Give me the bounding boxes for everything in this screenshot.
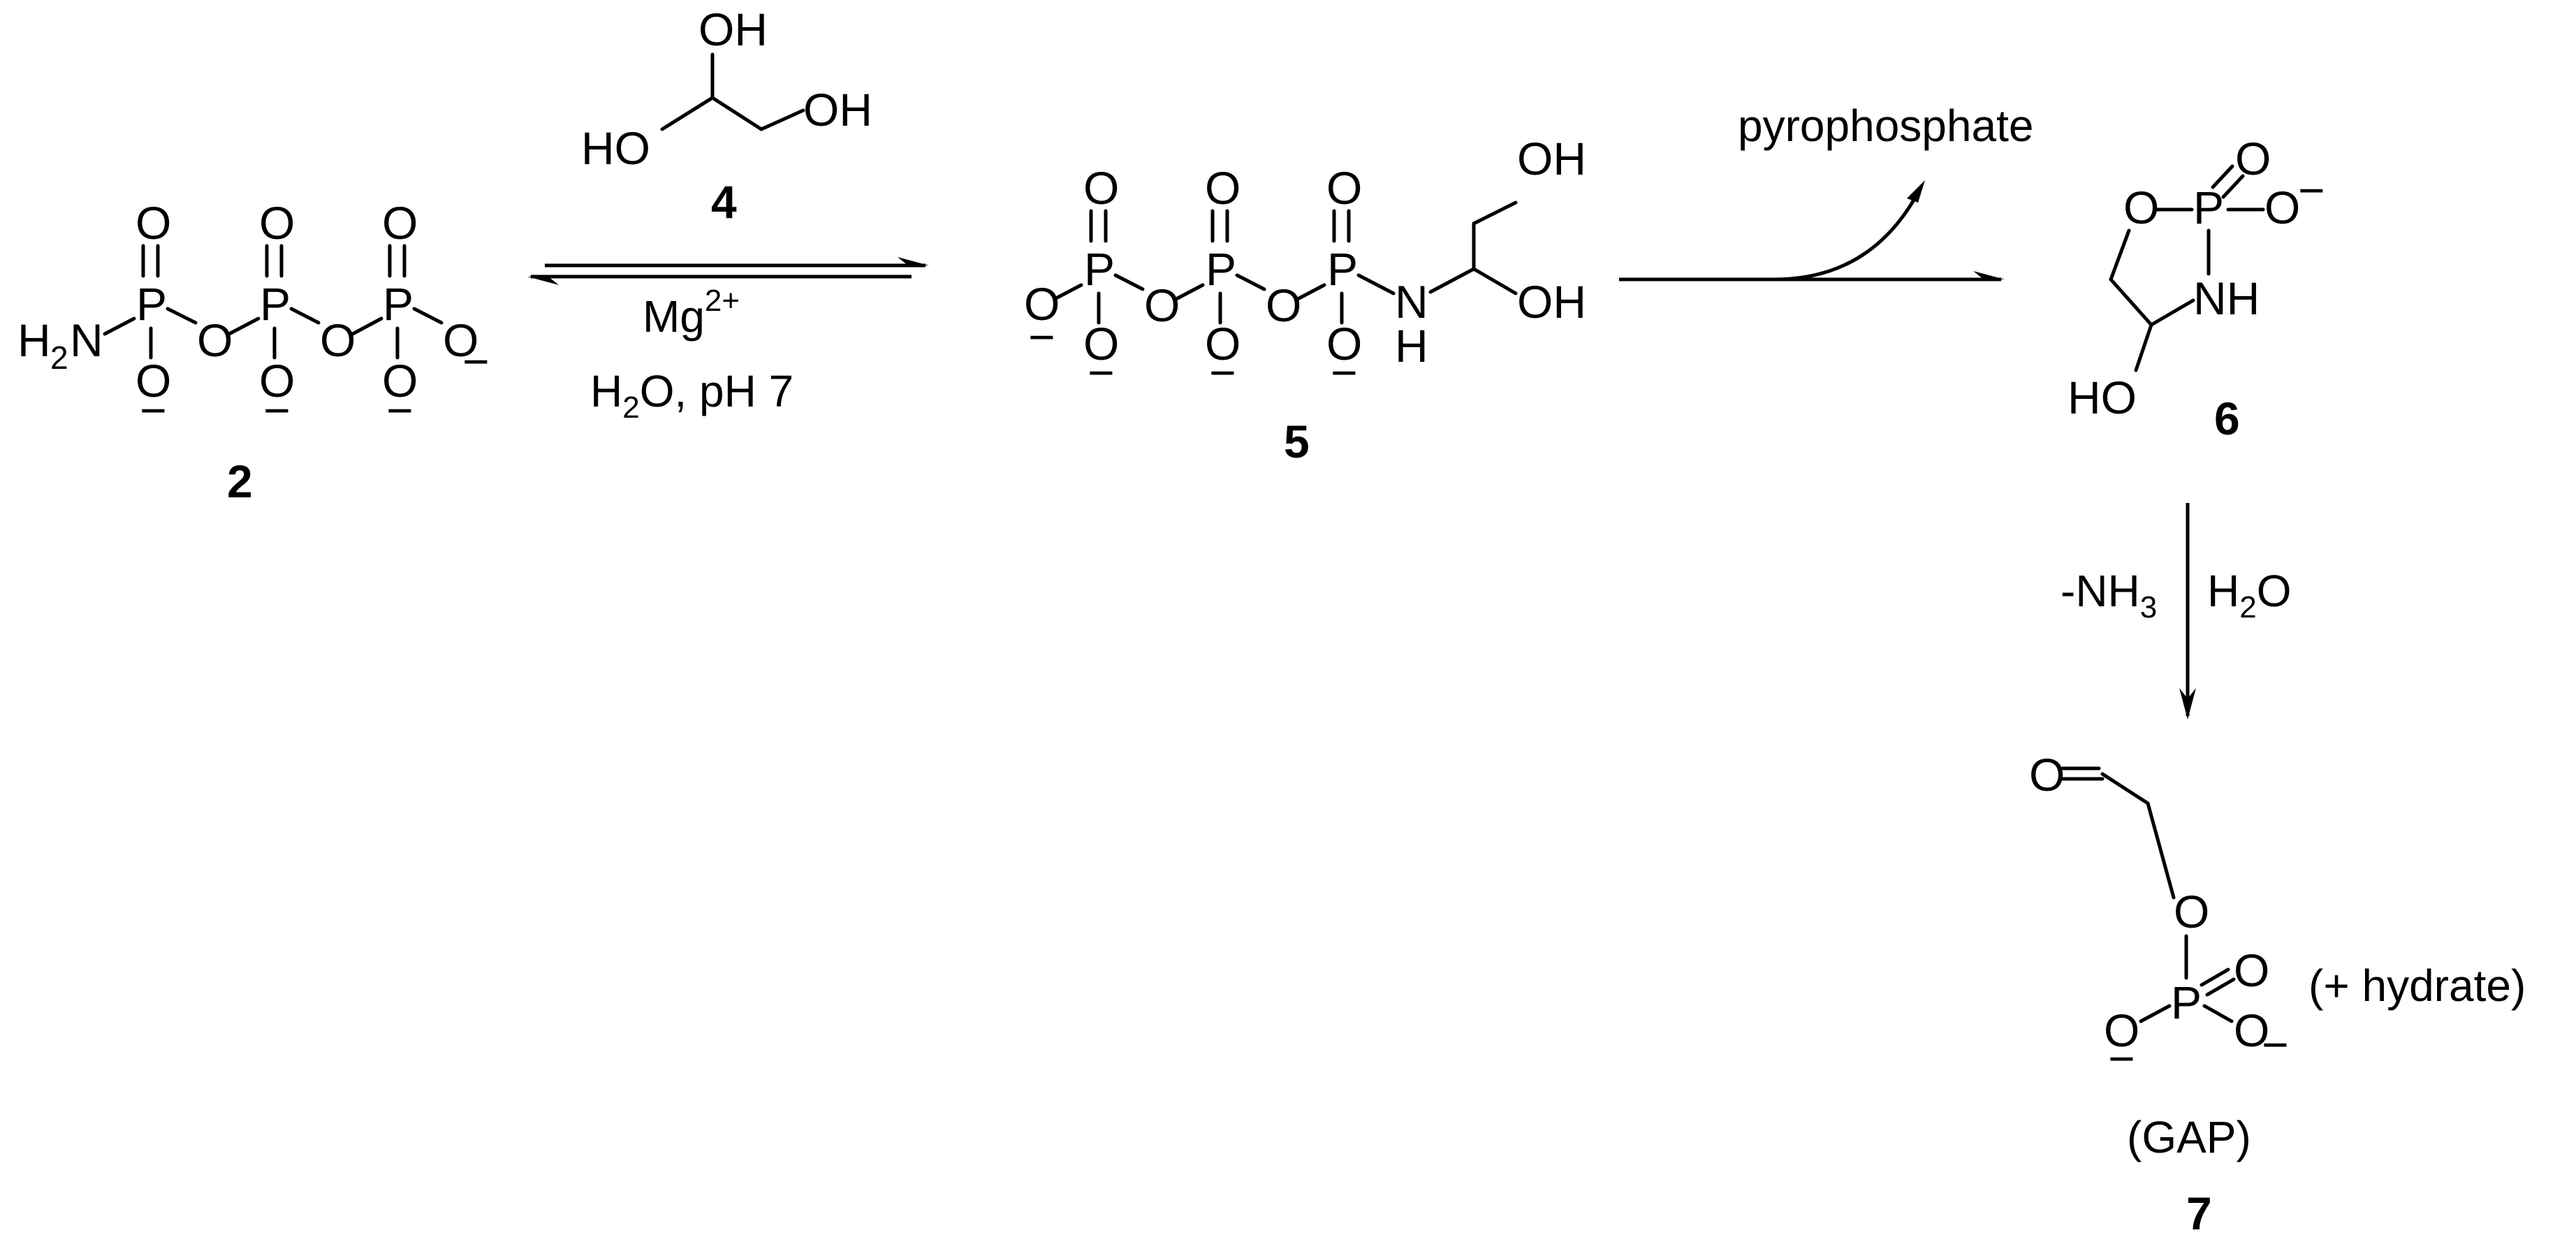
c6-oxygen-anion: O	[2264, 182, 2300, 233]
glycerol-oh-top: OH	[698, 3, 768, 55]
c6-phosphorus: P	[2193, 182, 2224, 233]
reaction-arrow-5-to-6	[1619, 180, 2005, 282]
c5-charge-2: −	[1209, 346, 1236, 398]
c5-nitrogen-h: H	[1395, 320, 1428, 372]
c5-oxygen-2-lower: O	[1205, 318, 1241, 370]
ammonia-subscript: 3	[2140, 590, 2157, 624]
c5-oxo-3: O	[1326, 162, 1362, 214]
c5-hydroxyl-lower: OH	[1517, 276, 1586, 328]
c6-oxo: O	[2235, 133, 2271, 184]
charge-3: −	[386, 384, 414, 436]
compound-7-structure: O O P O O − O −	[2029, 749, 2289, 1084]
oxo-2: O	[259, 197, 295, 249]
phosphorus-3: P	[383, 278, 414, 330]
c5-bridge-oxygen-1: O	[1144, 279, 1180, 331]
c5-hydroxyl-upper: OH	[1517, 133, 1586, 184]
glycerol-oh-right: OH	[803, 84, 872, 136]
c5-terminal-charge: −	[1028, 311, 1055, 363]
c5-phosphorus-1: P	[1084, 243, 1115, 295]
c7-oxygen-anion-left: O	[2104, 1004, 2139, 1056]
charge-2: −	[263, 384, 291, 436]
c5-oxygen-1-lower: O	[1083, 318, 1119, 370]
compound-4-label: 4	[711, 176, 737, 228]
glycerol-ho-left: HO	[581, 122, 650, 174]
terminal-oxygen: O	[443, 314, 478, 366]
c6-hydroxyl: HO	[2068, 372, 2137, 423]
compound-6-structure: O P O O − NH HO	[2068, 133, 2325, 423]
loss-ammonia-prefix: -NH	[2061, 566, 2140, 616]
c5-charge-1: −	[1088, 346, 1115, 398]
terminal-charge: −	[462, 335, 490, 387]
c7-oxo: O	[2234, 944, 2269, 996]
c7-carbonyl-oxygen: O	[2029, 749, 2065, 801]
phosphorus-1: P	[136, 278, 167, 330]
c5-oxygen-3-lower: O	[1326, 318, 1362, 370]
compound-4-structure: OH HO OH	[581, 3, 872, 174]
c6-ring-nh: NH	[2193, 272, 2260, 324]
compound-2-label: 2	[227, 455, 253, 507]
compound-2-structure: H 2 N P O O − O P O O − O P O O −	[17, 197, 490, 436]
c5-oxo-2: O	[1205, 162, 1241, 214]
oxygen-2-lower: O	[259, 355, 295, 407]
c7-name: (GAP)	[2127, 1112, 2251, 1162]
amine-n: N	[70, 314, 103, 366]
oxygen-3-lower: O	[382, 355, 418, 407]
oxo-1: O	[136, 197, 171, 249]
condition-loss-ammonia: -NH3	[2061, 566, 2157, 624]
c5-phosphorus-3: P	[1327, 243, 1358, 295]
compound-6-label: 6	[2214, 393, 2240, 444]
bridge-oxygen-2: O	[320, 314, 356, 366]
compound-7-label: 7	[2186, 1188, 2212, 1235]
condition-water: H2O	[2207, 566, 2291, 624]
c7-oxygen-anion-right: O	[2234, 1004, 2269, 1056]
oxo-3: O	[382, 197, 418, 249]
oxygen-1-lower: O	[136, 355, 171, 407]
c7-hydrate-note: (+ hydrate)	[2308, 960, 2526, 1011]
c5-nitrogen: N	[1395, 276, 1428, 328]
amine-subscript: 2	[50, 339, 68, 376]
c7-charge-right: −	[2262, 1018, 2289, 1070]
c5-phosphorus-2: P	[1206, 243, 1236, 295]
byproduct-pyrophosphate: pyrophosphate	[1738, 101, 2033, 151]
compound-5-label: 5	[1284, 416, 1310, 467]
c6-charge: −	[2298, 164, 2325, 216]
c5-bridge-oxygen-2: O	[1266, 279, 1301, 331]
conditions-water-ph: H2O, pH 7	[590, 366, 793, 425]
equilibrium-arrow	[527, 257, 929, 285]
c7-charge-left: −	[2108, 1032, 2135, 1084]
charge-1: −	[140, 384, 167, 436]
catalyst-mg: Mg2+	[643, 284, 740, 342]
c5-terminal-oxygen: O	[1024, 278, 1060, 330]
bridge-oxygen-1: O	[197, 314, 233, 366]
c7-ester-oxygen: O	[2174, 886, 2209, 937]
c5-oxo-1: O	[1083, 162, 1119, 214]
compound-5-structure: O − P O O − O P O O − O P O O − N H	[1024, 133, 1586, 398]
c6-ring-oxygen: O	[2123, 182, 2159, 233]
reaction-arrow-6-to-7	[2179, 503, 2196, 719]
phosphorus-2: P	[260, 278, 291, 330]
c5-charge-3: −	[1331, 346, 1358, 398]
c7-phosphorus: P	[2171, 977, 2202, 1028]
amine-h: H	[17, 314, 51, 366]
